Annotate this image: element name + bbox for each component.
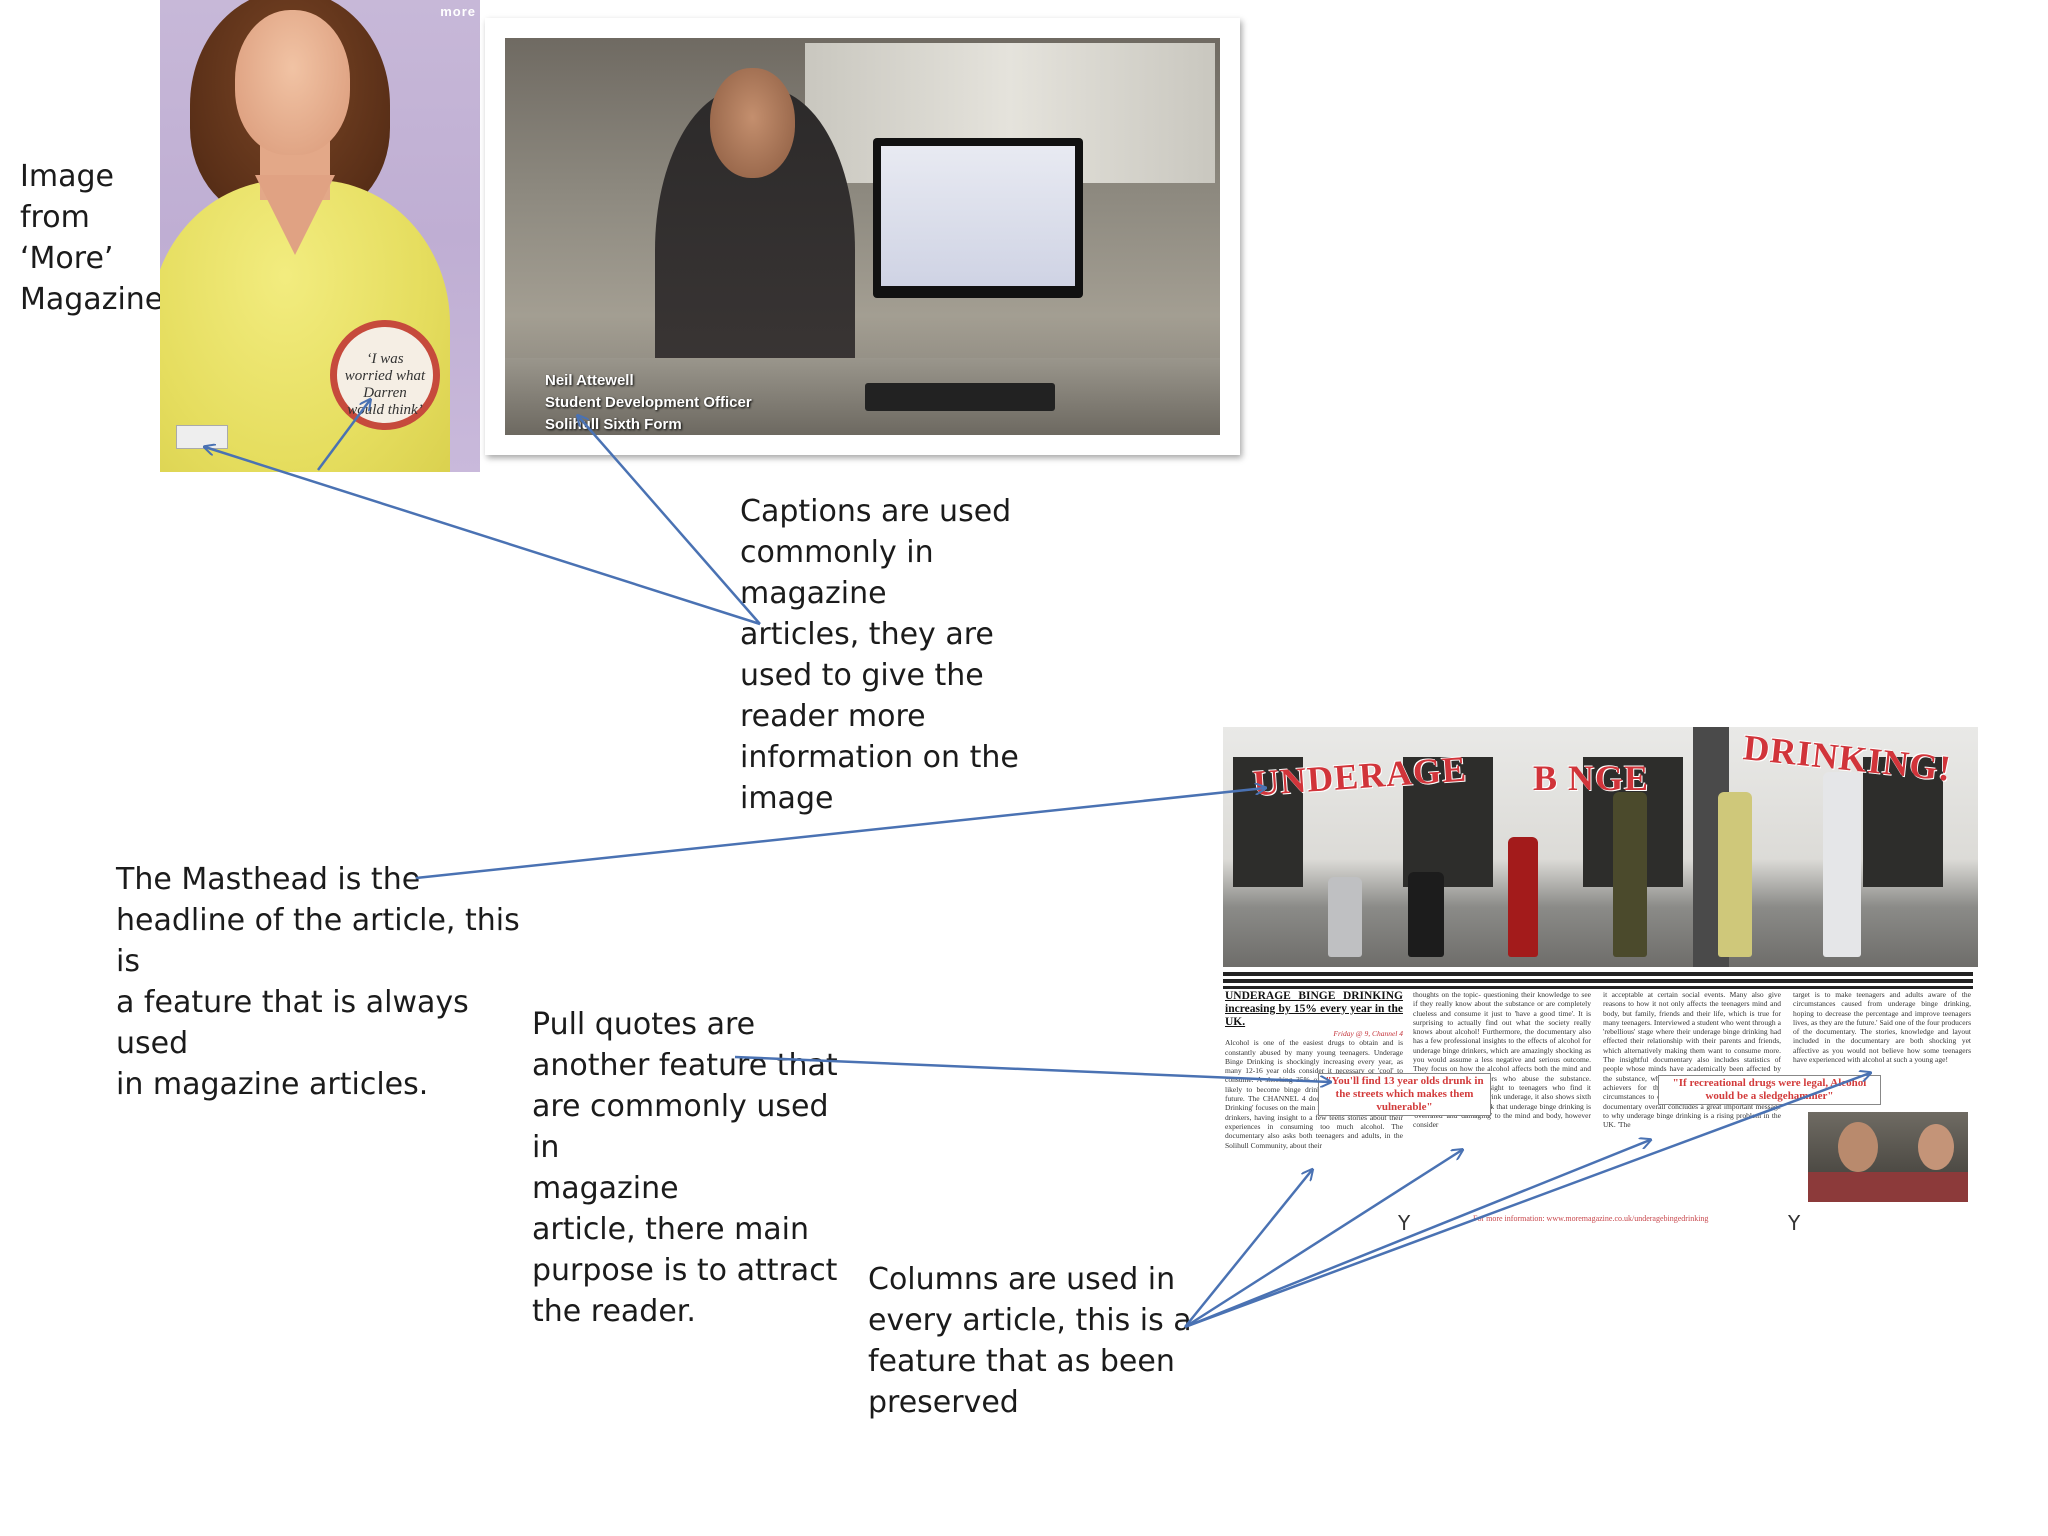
cocktail-glass-icon: Y	[1788, 1211, 1801, 1235]
article-column-4: target is to make teenagers and adults a…	[1793, 990, 1971, 1100]
photo-caption: Neil Attewell Student Development Office…	[545, 370, 752, 435]
arrow-caption-to-cover	[205, 447, 761, 626]
article-page: UNDERAGE B NGE DRINKING! UNDERAGE BINGE …	[1223, 727, 1978, 1235]
cocktail-glass-icon: Y	[1398, 1211, 1411, 1235]
article-thumbnail-photo	[1808, 1112, 1968, 1202]
caption-org: Solihull Sixth Form	[545, 416, 682, 433]
image-source-label: Image from ‘More’ Magazine’	[20, 159, 173, 317]
caption-role: Student Development Officer	[545, 394, 752, 411]
article-subheading: UNDERAGE BINGE DRINKING increasing by 15…	[1225, 990, 1403, 1028]
column-3-text: it acceptable at certain social events. …	[1603, 990, 1781, 1130]
cover-small-caption	[176, 425, 228, 449]
masthead-note: The Masthead is the headline of the arti…	[116, 862, 520, 1102]
magazine-cover-image: more ‘I was worried what Darren would th…	[160, 0, 480, 472]
pull-quote-2: "If recreational drugs were legal, Alcoh…	[1658, 1075, 1881, 1105]
caption-name: Neil Attewell	[545, 372, 634, 389]
captions-note: Captions are used commonly in magazine a…	[740, 494, 1019, 816]
desk-photo: Neil Attewell Student Development Office…	[485, 18, 1240, 455]
article-headline-2: B NGE	[1533, 758, 1650, 798]
column-4-text: target is to make teenagers and adults a…	[1793, 990, 1971, 1065]
cover-masthead: more	[440, 4, 476, 19]
pullquote-note: Pull quotes are another feature that are…	[532, 1007, 838, 1329]
columns-note: Columns are used in every article, this …	[868, 1262, 1192, 1420]
cover-quote-badge: ‘I was worried what Darren would think’	[330, 320, 440, 430]
pull-quote-1: "You'll find 13 year olds drunk in the s…	[1318, 1073, 1491, 1116]
article-date: Friday @ 9, Channel 4	[1333, 1029, 1403, 1038]
article-banner-image: UNDERAGE B NGE DRINKING!	[1223, 727, 1978, 967]
article-footer-link: For more information: www.moremagazine.c…	[1473, 1214, 1709, 1223]
